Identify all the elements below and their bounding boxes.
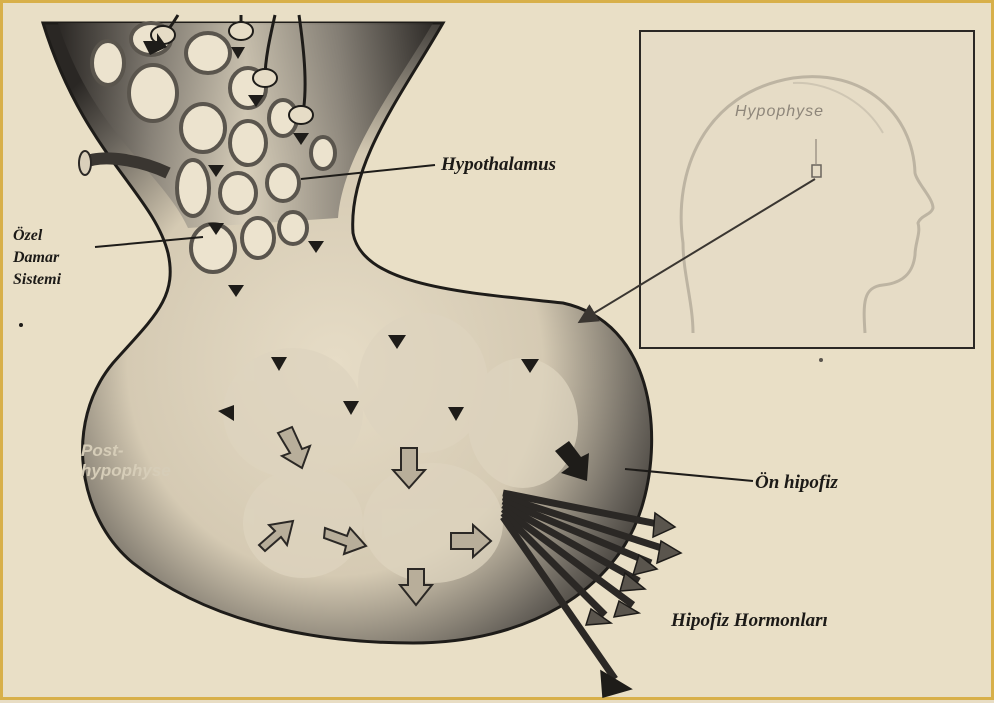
label-hypothalamus: Hypothalamus [441, 153, 556, 177]
label-ozel-damar-sistemi: Özel Damar Sistemi [13, 225, 61, 291]
label-on-hipofiz: Ön hipofiz [755, 471, 838, 495]
label-ozel-line1: Özel [13, 225, 61, 247]
label-posthypophyse: Post- hypophyse [81, 441, 171, 481]
label-ozel-line2: Damar [13, 247, 61, 269]
label-ozel-line3: Sistemi [13, 269, 61, 291]
label-post-line2: hypophyse [81, 461, 171, 481]
label-hipofiz-hormonlari: Hipofiz Hormonları [671, 609, 828, 633]
label-post-line1: Post- [81, 441, 171, 461]
pituitary-diagram [3, 3, 994, 703]
head-inset [640, 31, 974, 348]
label-hypophyse-inset: Hypophyse [735, 103, 824, 121]
